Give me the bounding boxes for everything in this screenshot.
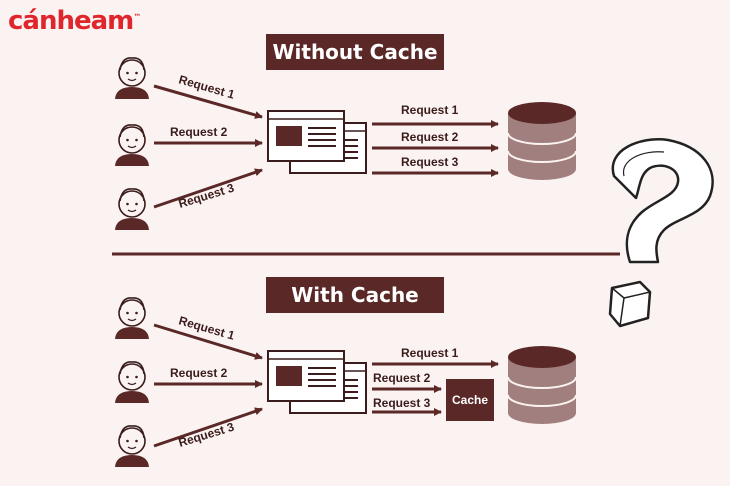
user-avatar-icon bbox=[114, 425, 150, 468]
logo-text: cánheam bbox=[8, 6, 134, 36]
with-cache-title: With Cache bbox=[266, 277, 444, 313]
user-request-label: Request 2 bbox=[170, 366, 228, 380]
database-icon bbox=[507, 345, 577, 425]
request-arrow bbox=[153, 407, 263, 448]
database-icon bbox=[507, 101, 577, 181]
request-arrow bbox=[153, 84, 263, 119]
brand-logo: cánheam™ bbox=[8, 6, 141, 36]
cache-label: Cache bbox=[452, 393, 488, 407]
server-request-label: Request 3 bbox=[373, 396, 431, 410]
browser-window-icon bbox=[267, 110, 345, 162]
user-avatar-icon bbox=[114, 124, 150, 167]
user-request-label: Request 2 bbox=[170, 125, 228, 139]
user-avatar-icon bbox=[114, 188, 150, 231]
question-mark-icon bbox=[608, 138, 714, 328]
server-request-label: Request 3 bbox=[401, 155, 459, 169]
user-request-label: Request 1 bbox=[177, 313, 236, 342]
server-request-label: Request 1 bbox=[401, 103, 459, 117]
server-request-label: Request 2 bbox=[373, 371, 431, 385]
user-avatar-icon bbox=[114, 57, 150, 100]
user-request-label: Request 1 bbox=[177, 72, 236, 101]
user-avatar-icon bbox=[114, 297, 150, 340]
cache-box bbox=[446, 379, 494, 421]
user-avatar-icon bbox=[114, 361, 150, 404]
server-request-label: Request 1 bbox=[401, 346, 459, 360]
browser-window-icon bbox=[267, 350, 345, 402]
server-request-label: Request 2 bbox=[401, 130, 459, 144]
logo-mark: ™ bbox=[133, 12, 142, 22]
without-cache-title: Without Cache bbox=[266, 34, 444, 70]
request-arrow bbox=[153, 168, 263, 209]
user-request-label: Request 3 bbox=[177, 420, 236, 450]
request-arrow bbox=[153, 323, 263, 360]
user-request-label: Request 3 bbox=[177, 181, 236, 211]
